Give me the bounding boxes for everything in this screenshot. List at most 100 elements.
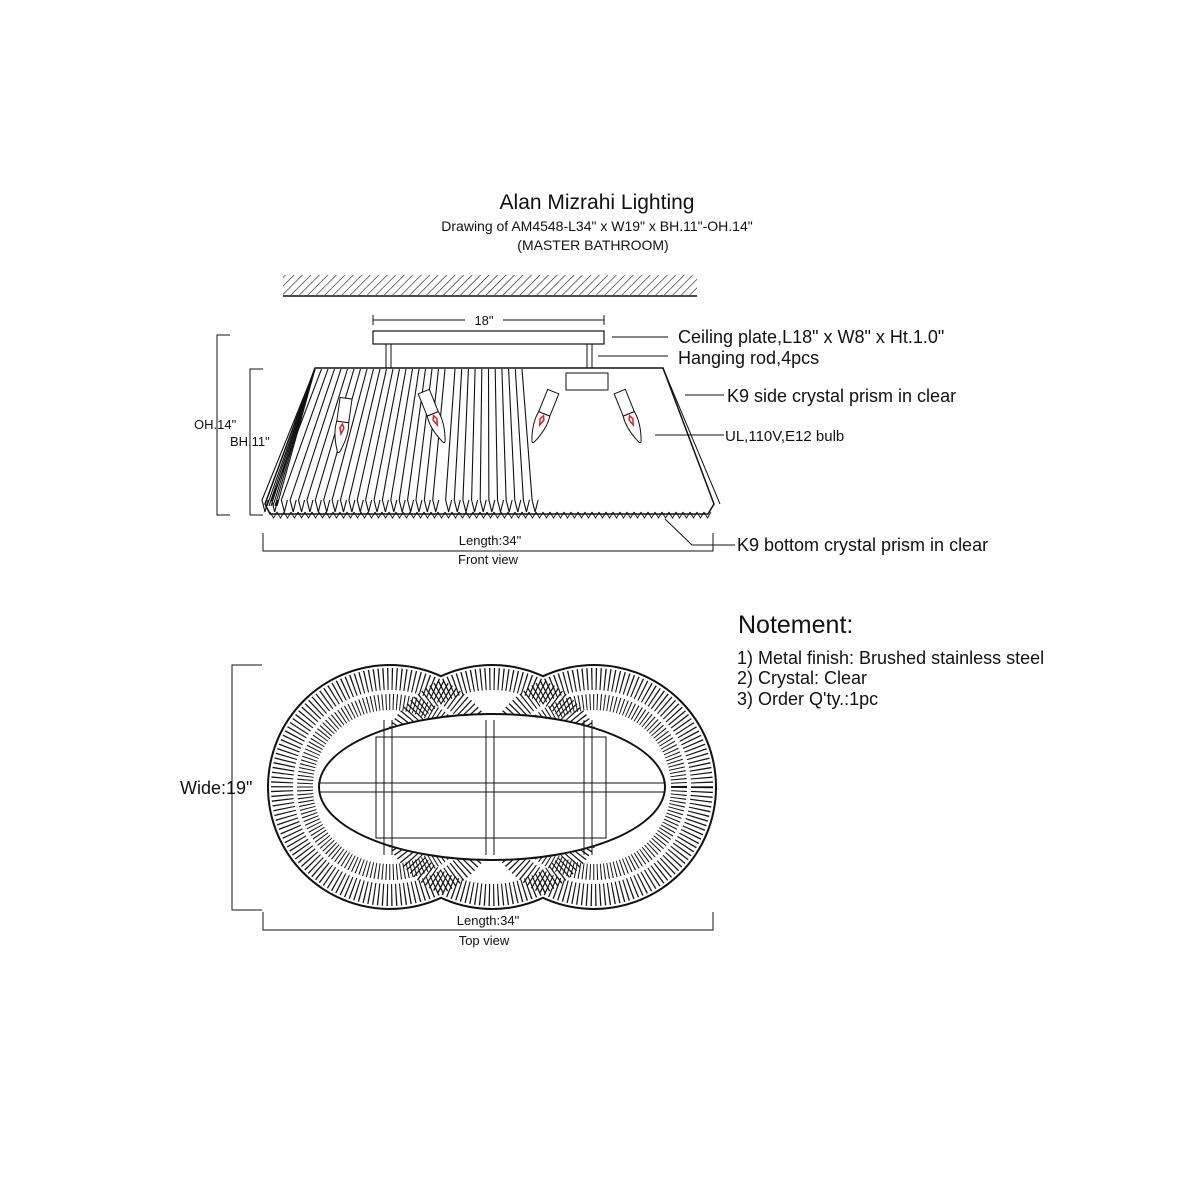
bottom-prism — [339, 511, 348, 519]
bottom-prism — [549, 511, 558, 519]
bottom-prism — [605, 511, 614, 519]
prism-pleat — [306, 368, 349, 513]
prism-pleat — [373, 368, 401, 513]
bottom-prism — [409, 511, 418, 519]
prism-pleat — [501, 368, 513, 513]
bottom-prism — [388, 511, 397, 519]
bottom-prism — [647, 511, 656, 519]
prism-pleat — [514, 368, 530, 513]
bottom-prism — [444, 511, 453, 519]
note-item: 1) Metal finish: Brushed stainless steel — [737, 648, 1044, 668]
bottom-prism — [514, 511, 523, 519]
bulb-glass — [334, 420, 350, 454]
bottom-prism — [318, 511, 327, 519]
height-dimensions — [216, 334, 714, 552]
prism-pleat — [356, 368, 388, 513]
bottom-prism — [374, 511, 383, 519]
bottom-prism — [458, 511, 467, 519]
top-view-caption: Top view — [459, 933, 510, 948]
bulb-filament — [432, 414, 439, 428]
prism-pleat — [521, 368, 539, 513]
side-crystal-prisms — [261, 368, 539, 513]
bottom-prism — [584, 511, 593, 519]
plate-dimension-label: 18" — [474, 313, 493, 328]
prism-pleat — [479, 368, 487, 513]
callout-leaders — [598, 336, 735, 546]
prism-pleat — [471, 368, 479, 513]
callout-bulb: UL,110V,E12 bulb — [725, 428, 844, 445]
bottom-prism — [682, 511, 691, 519]
bottom-prism — [353, 511, 362, 519]
bottom-prism — [661, 511, 670, 519]
bottom-prism — [689, 511, 698, 519]
bottom-prism — [703, 511, 712, 519]
bottom-prism — [423, 511, 432, 519]
prism-pleat — [508, 368, 522, 513]
room-label: (MASTER BATHROOM) — [517, 237, 668, 253]
wide-label: Wide:19" — [180, 778, 252, 798]
prism-pleat — [297, 368, 342, 513]
prism-pleat — [462, 368, 470, 513]
bottom-prism — [416, 511, 425, 519]
top-frame — [320, 720, 664, 855]
bottom-prism — [521, 511, 530, 519]
callout-side-prism: K9 side crystal prism in clear — [727, 386, 956, 406]
bottom-prism — [640, 511, 649, 519]
bulb-filament — [628, 414, 635, 428]
socket-hub — [565, 372, 609, 391]
prism-pleat — [487, 368, 496, 513]
ceiling-plate — [372, 330, 605, 345]
bottom-prism — [598, 511, 607, 519]
bulb-filament — [339, 422, 345, 437]
prism-pleat — [381, 368, 407, 513]
bottom-prism — [675, 511, 684, 519]
front-view: 18" Ceiling plate,L18" x W8" x Ht.1.0" H… — [194, 313, 988, 567]
bottom-prism — [528, 511, 537, 519]
bulbs — [334, 388, 642, 454]
body-height-label: BH.11" — [230, 434, 270, 449]
notes-heading: Notement: — [738, 611, 853, 639]
bottom-prism — [619, 511, 628, 519]
bulb-icon — [334, 396, 353, 454]
bottom-prism — [563, 511, 572, 519]
bulb-glass — [622, 410, 642, 444]
bottom-prism — [304, 511, 313, 519]
bottom-prism — [556, 511, 565, 519]
bottom-prism — [290, 511, 299, 519]
bottom-prism — [395, 511, 404, 519]
bottom-prism — [311, 511, 320, 519]
callout-bottom-prism: K9 bottom crystal prism in clear — [737, 535, 988, 555]
bottom-prism — [570, 511, 579, 519]
top-length-label: Length:34" — [457, 913, 520, 928]
notes: Notement: 1) Metal finish: Brushed stain… — [737, 611, 1044, 709]
bulb-glass — [426, 410, 446, 444]
prism-pleat — [423, 368, 440, 513]
bottom-prism — [360, 511, 369, 519]
bulb-filament — [538, 414, 545, 428]
bottom-prism — [367, 511, 376, 519]
prism-pleat — [407, 368, 427, 513]
bottom-prism — [472, 511, 481, 519]
bottom-prism — [437, 511, 446, 519]
bottom-prism — [486, 511, 495, 519]
top-view: Wide:19" Length:34" Top view — [180, 664, 717, 948]
bottom-prism — [479, 511, 488, 519]
bottom-prism — [626, 511, 635, 519]
plate-dimension — [372, 315, 605, 325]
drawing-title: Alan Mizrahi Lighting — [500, 191, 695, 214]
bottom-prism — [591, 511, 600, 519]
bottom-prism — [297, 511, 306, 519]
note-item: 2) Crystal: Clear — [737, 668, 867, 688]
bottom-prism — [668, 511, 677, 519]
bottom-prism — [276, 511, 285, 519]
prism-pleat — [494, 368, 505, 513]
bottom-prism — [451, 511, 460, 519]
bottom-prism — [346, 511, 355, 519]
prism-pleat — [390, 368, 414, 513]
bulb-glass — [531, 410, 551, 444]
drawing-subtitle: Drawing of AM4548-L34" x W19" x BH.11"-O… — [441, 218, 752, 234]
prism-pleat — [365, 368, 394, 513]
bottom-crystal-prisms — [269, 511, 712, 519]
overall-height-label: OH.14" — [194, 417, 237, 432]
